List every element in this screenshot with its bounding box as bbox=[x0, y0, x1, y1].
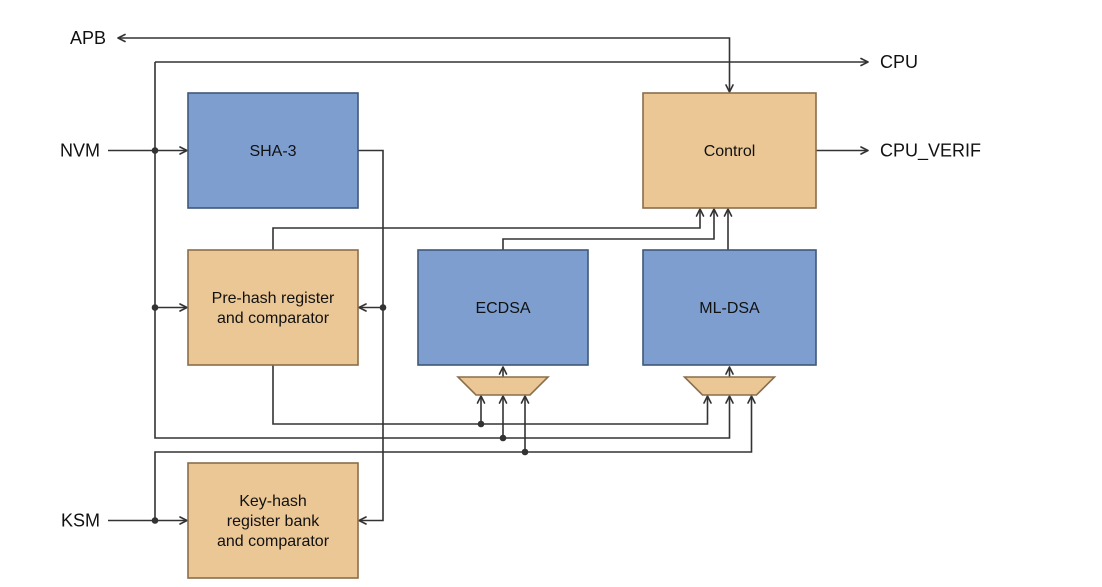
wire-sha3-out-to-keyhash bbox=[358, 149, 384, 525]
keyhash-block bbox=[187, 462, 359, 579]
apb-port-label: APB bbox=[70, 28, 106, 48]
wire-ecdsa-to-control bbox=[502, 208, 719, 250]
junction-dot bbox=[499, 434, 507, 442]
cpu-port-label: CPU bbox=[880, 52, 918, 72]
sha3-label: SHA-3 bbox=[249, 143, 296, 160]
prehash-block bbox=[187, 249, 359, 366]
wire-prehash-to-control bbox=[272, 208, 705, 250]
nvm-port-label: NVM bbox=[60, 141, 100, 161]
ksm-port-label: KSM bbox=[61, 511, 100, 531]
keyhash-label-line1: Key-hash bbox=[239, 493, 307, 510]
cpu-verif-port-label: CPU_VERIF bbox=[880, 141, 981, 162]
sha3-block bbox=[187, 92, 359, 209]
wire-apb-control bbox=[117, 33, 734, 93]
control-block bbox=[642, 92, 817, 209]
wire-prehash-out-bus bbox=[272, 365, 712, 425]
keyhash-label-line3: and comparator bbox=[217, 533, 330, 550]
control-label: Control bbox=[704, 143, 756, 160]
junction-dot bbox=[151, 517, 159, 524]
junction-dot bbox=[521, 448, 529, 456]
junction-dot bbox=[379, 304, 387, 311]
mldsa-block bbox=[642, 249, 817, 366]
junction-dot bbox=[151, 304, 159, 311]
mldsa-label: ML-DSA bbox=[699, 300, 760, 317]
ecdsa-block bbox=[417, 249, 589, 366]
ecdsa-mux bbox=[456, 376, 550, 396]
wire-key-bus-main bbox=[154, 395, 756, 521]
prehash-label-line2: and comparator bbox=[217, 310, 330, 327]
mldsa-mux bbox=[682, 376, 777, 396]
keyhash-label-line2: register bank bbox=[227, 513, 320, 530]
prehash-label-line1: Pre-hash register bbox=[212, 290, 335, 307]
wire-data-bus-main bbox=[154, 62, 734, 439]
junction-dot bbox=[477, 420, 485, 428]
ecdsa-label: ECDSA bbox=[475, 300, 530, 317]
junction-dot bbox=[151, 147, 159, 154]
